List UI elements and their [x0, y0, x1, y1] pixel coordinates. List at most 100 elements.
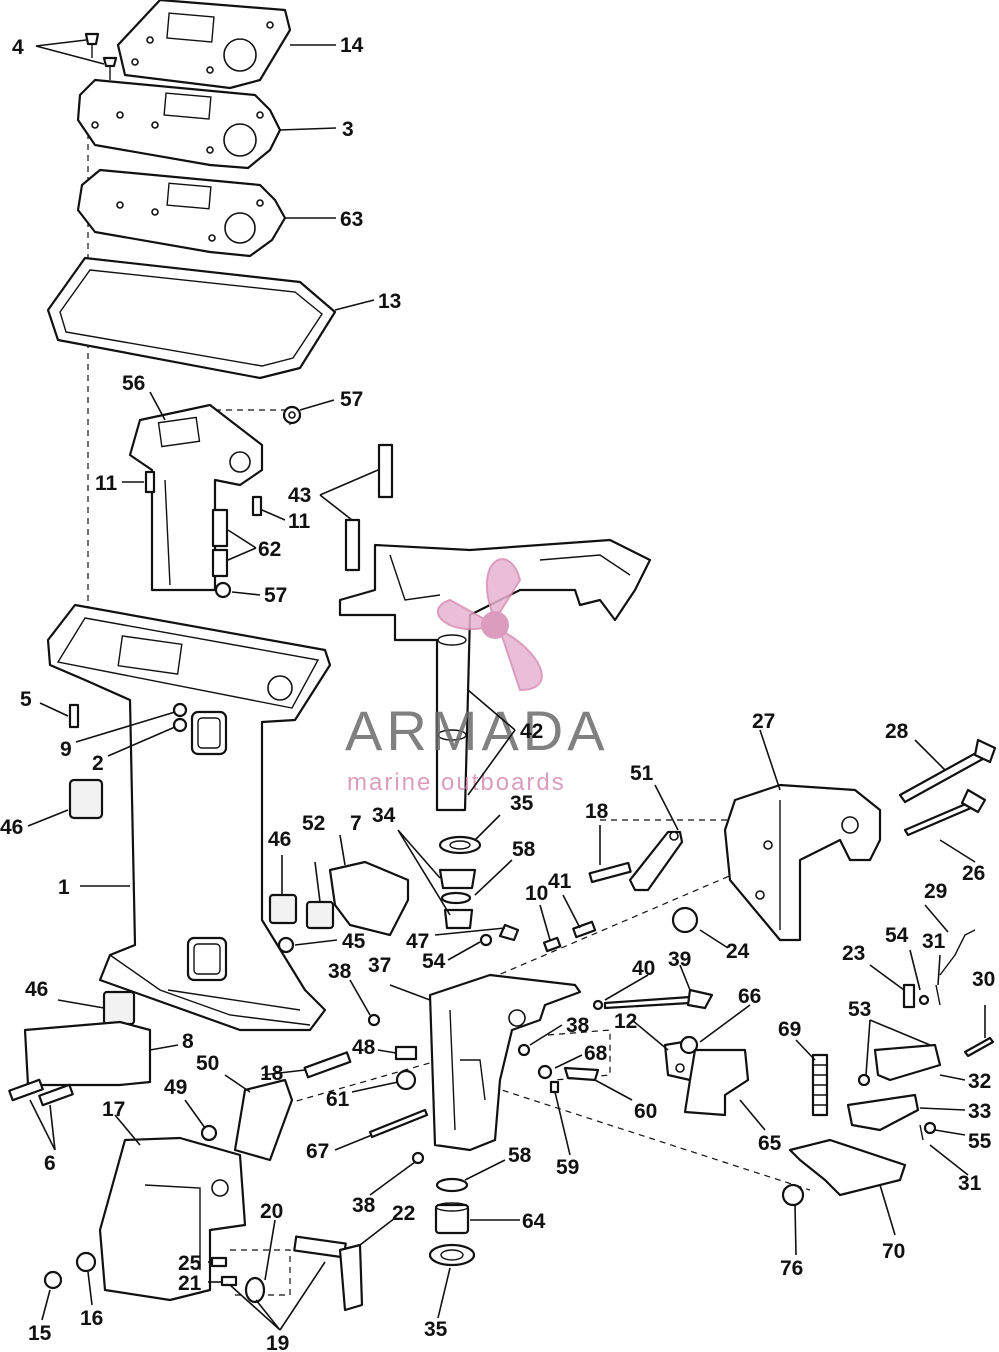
nut-68[interactable]: [537, 1064, 553, 1080]
screw-4-a[interactable]: [84, 32, 100, 58]
screw-21[interactable]: [220, 1275, 238, 1287]
washer-55[interactable]: [923, 1121, 937, 1135]
bushing-35-lower[interactable]: [428, 1243, 476, 1267]
nut-45[interactable]: [277, 936, 295, 954]
bolt-6-a[interactable]: [8, 1078, 44, 1102]
callout-33: 33: [968, 1100, 991, 1123]
bracket-7[interactable]: [328, 860, 410, 937]
plug-46-mid[interactable]: [268, 893, 298, 925]
lever-50[interactable]: [233, 1078, 294, 1162]
screw-11-right[interactable]: [251, 495, 263, 517]
washer-61[interactable]: [395, 1069, 417, 1091]
screw-38-bottom[interactable]: [411, 1151, 425, 1165]
callout-52: 52: [302, 812, 325, 835]
screw-25[interactable]: [210, 1256, 228, 1268]
bushing-34-a[interactable]: [438, 868, 477, 890]
pad-43-upper[interactable]: [377, 443, 394, 499]
washer-49[interactable]: [200, 1124, 218, 1142]
pin-30[interactable]: [963, 1036, 995, 1058]
grommet-rect-upper[interactable]: [190, 710, 228, 756]
tube-62-lower[interactable]: [211, 548, 229, 578]
driveshaft-housing-1[interactable]: [46, 603, 332, 1032]
bushing-34-b[interactable]: [443, 908, 474, 930]
callout-56: 56: [122, 372, 145, 395]
bracket-33[interactable]: [846, 1093, 920, 1132]
bolt-18-lower[interactable]: [303, 1051, 352, 1079]
screw-22[interactable]: [293, 1235, 364, 1312]
screw-4-b[interactable]: [102, 56, 118, 80]
lever-51[interactable]: [628, 830, 684, 892]
nut-15[interactable]: [43, 1270, 63, 1290]
washer-20[interactable]: [244, 1276, 266, 1304]
screw-11-left[interactable]: [144, 470, 156, 494]
callout-35-upper: 35: [510, 792, 534, 815]
ring-58-upper[interactable]: [440, 891, 472, 905]
swivel-bracket-37[interactable]: [428, 973, 582, 1152]
bushing-64[interactable]: [434, 1202, 470, 1235]
callout-31-lower: 31: [958, 1172, 982, 1195]
bolt-6-b[interactable]: [38, 1083, 74, 1107]
callout-38-mid: 38: [566, 1014, 590, 1037]
screw-10[interactable]: [542, 936, 562, 953]
tube-62-upper[interactable]: [211, 508, 229, 548]
spring-69[interactable]: [811, 1053, 829, 1117]
link-29[interactable]: [939, 929, 976, 976]
rod-67[interactable]: [368, 1108, 429, 1139]
plug-52[interactable]: [305, 900, 335, 930]
pin-31-lower[interactable]: [919, 1124, 924, 1141]
bushing-35-upper[interactable]: [438, 835, 482, 855]
spring-23[interactable]: [902, 983, 916, 1009]
knob-76[interactable]: [781, 1183, 805, 1207]
exhaust-housing-56[interactable]: [128, 403, 264, 592]
washer-53[interactable]: [857, 1073, 871, 1087]
callout-25: 25: [178, 1252, 202, 1275]
pin-31-upper[interactable]: [935, 984, 941, 1006]
screw-66[interactable]: [679, 1035, 699, 1055]
screw-41[interactable]: [572, 920, 597, 939]
nut-57-top[interactable]: [282, 405, 302, 425]
screw-5[interactable]: [68, 703, 80, 729]
tilt-lever-70[interactable]: [788, 1138, 907, 1197]
washer-54-right[interactable]: [918, 994, 930, 1006]
nut-2[interactable]: [172, 717, 188, 733]
callout-32: 32: [968, 1070, 991, 1093]
grommet-rect-lower[interactable]: [186, 936, 228, 982]
plug-46-upper[interactable]: [68, 778, 104, 820]
screw-38-top[interactable]: [367, 1013, 381, 1027]
pin-40[interactable]: [592, 999, 604, 1011]
clamp-bracket-17[interactable]: [98, 1136, 247, 1302]
washer-9[interactable]: [172, 702, 188, 718]
clamp-8[interactable]: [23, 1020, 152, 1087]
spring-47[interactable]: [498, 923, 520, 942]
callout-38-bottom: 38: [352, 1194, 376, 1217]
callout-6: 6: [44, 1152, 56, 1175]
callout-30: 30: [972, 968, 995, 991]
clip-60[interactable]: [563, 1066, 600, 1082]
washer-16[interactable]: [75, 1251, 97, 1273]
rod-39[interactable]: [603, 988, 714, 1010]
bracket-65[interactable]: [683, 1048, 750, 1117]
callout-16: 16: [80, 1307, 103, 1330]
screw-59[interactable]: [549, 1080, 560, 1094]
plug-46-lower[interactable]: [102, 990, 136, 1026]
callout-66: 66: [738, 985, 761, 1008]
gasket-14[interactable]: [116, 0, 292, 90]
pad-43-lower[interactable]: [344, 518, 361, 572]
bracket-32[interactable]: [873, 1043, 942, 1082]
stern-bracket-27[interactable]: [723, 783, 882, 942]
callout-22: 22: [392, 1202, 415, 1225]
seal-13[interactable]: [46, 256, 337, 380]
nut-57-lower[interactable]: [214, 581, 232, 599]
gasket-3[interactable]: [76, 78, 282, 170]
rod-26[interactable]: [903, 788, 987, 837]
callout-29: 29: [924, 880, 947, 903]
screw-38-mid[interactable]: [517, 1043, 531, 1057]
pin-48[interactable]: [394, 1045, 418, 1061]
bolt-18-upper[interactable]: [588, 861, 632, 884]
ring-58-lower[interactable]: [435, 1177, 469, 1193]
bumper-24[interactable]: [671, 906, 699, 934]
bolt-28[interactable]: [898, 738, 997, 804]
gasket-63[interactable]: [76, 168, 287, 258]
callout-70: 70: [882, 1240, 905, 1263]
washer-54-mid[interactable]: [479, 933, 493, 947]
